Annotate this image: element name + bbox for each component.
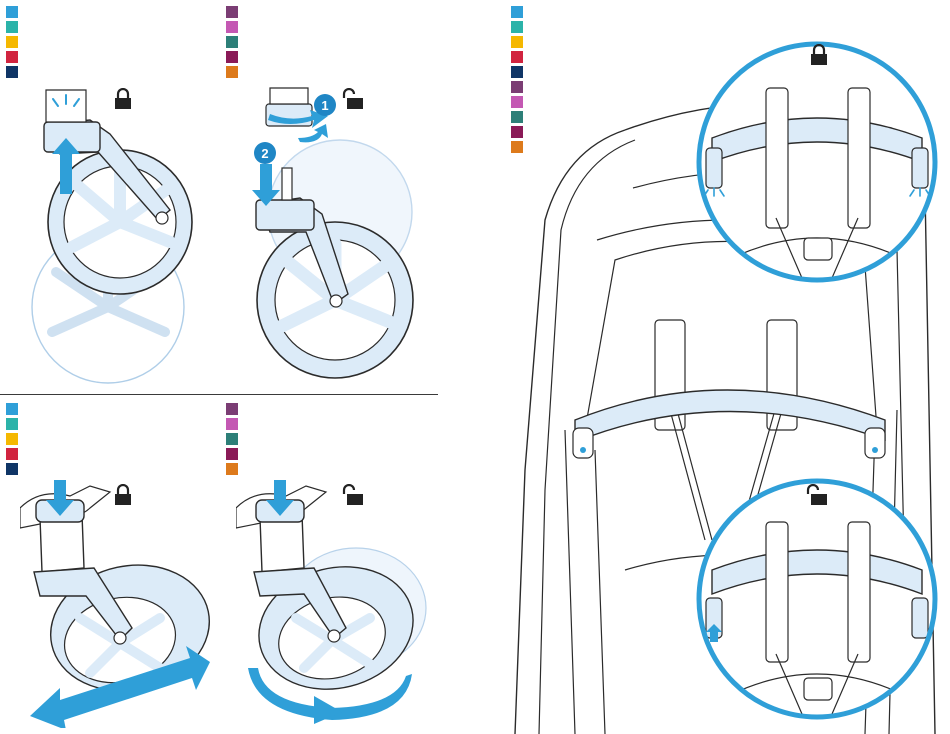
panel-wheel-unlock	[240, 82, 440, 387]
color-swatch	[6, 6, 18, 18]
step-badge-1: 1	[314, 94, 336, 116]
panel-swivel-unlock	[236, 478, 436, 728]
swatch-group-2	[226, 6, 238, 78]
color-swatch	[6, 463, 18, 475]
color-swatch	[6, 66, 18, 78]
color-swatch	[511, 51, 523, 63]
zoom-circle-locked	[692, 38, 942, 286]
color-swatch	[6, 36, 18, 48]
lock-open-icon	[806, 484, 828, 511]
color-swatch	[6, 418, 18, 430]
color-swatch	[226, 418, 238, 430]
lock-open-icon	[342, 484, 364, 511]
color-swatch	[226, 6, 238, 18]
swatch-group-4	[226, 403, 238, 475]
color-swatch	[511, 21, 523, 33]
color-swatch	[6, 21, 18, 33]
color-swatch	[226, 463, 238, 475]
lock-closed-icon	[114, 484, 132, 511]
color-swatch	[226, 66, 238, 78]
color-swatch	[226, 448, 238, 460]
swatch-group-1	[6, 6, 18, 78]
color-swatch	[226, 433, 238, 445]
color-swatch	[6, 433, 18, 445]
color-swatch	[511, 36, 523, 48]
swatch-group-3	[6, 403, 18, 475]
color-swatch	[226, 51, 238, 63]
color-swatch	[226, 21, 238, 33]
color-swatch	[511, 6, 523, 18]
color-swatch	[6, 51, 18, 63]
panel-wheel-lock	[20, 82, 220, 387]
color-swatch	[226, 403, 238, 415]
section-divider	[0, 394, 438, 395]
color-swatch	[6, 403, 18, 415]
lock-closed-icon	[810, 44, 828, 71]
color-swatch	[6, 448, 18, 460]
color-swatch	[226, 36, 238, 48]
lock-open-icon	[342, 88, 364, 115]
step-badge-2: 2	[254, 142, 276, 164]
panel-swivel-lock	[20, 478, 220, 728]
lock-closed-icon	[114, 88, 132, 115]
zoom-circle-unlocked	[692, 474, 942, 724]
